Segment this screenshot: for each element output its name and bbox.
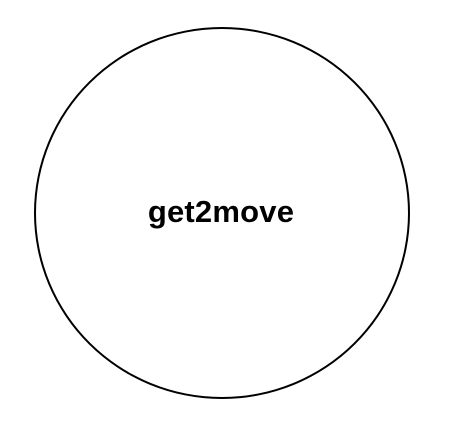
logo-text: get2move — [147, 194, 295, 229]
logo-circle: get2move — [34, 27, 410, 399]
